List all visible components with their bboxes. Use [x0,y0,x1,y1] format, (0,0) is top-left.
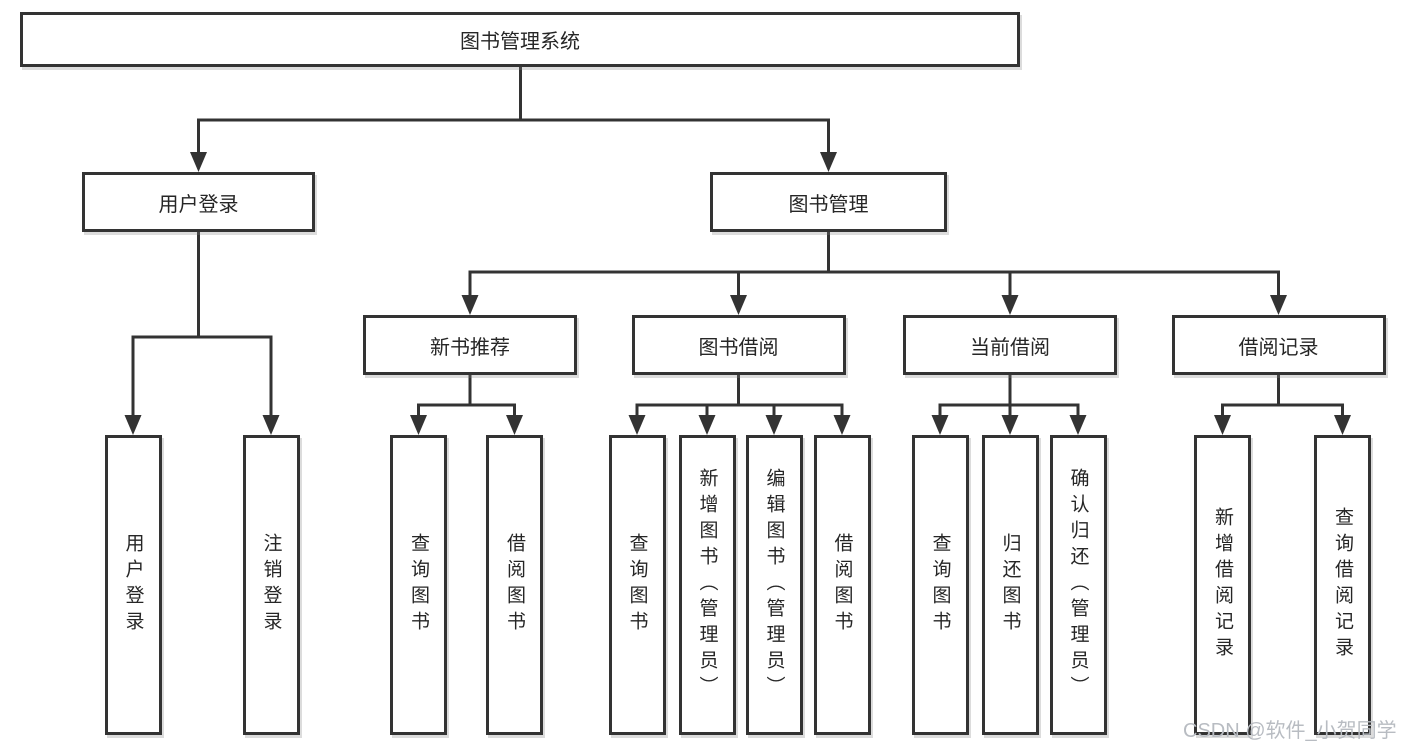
connector-new-book-recommend-to-leaves [410,373,523,435]
connector-book-management-to-level3 [461,230,1287,315]
node-label: 图书管理 [788,193,869,216]
csdn-watermark: CSDN @软件_小贺同学 [1183,720,1397,742]
leaf-label: 确认归还（管理员） [1067,468,1089,702]
leaf-label: 查询图书 [929,533,951,637]
leaf-label: 归还图书 [999,533,1021,637]
leaf-label: 编辑图书（管理员） [763,468,785,702]
leaf-label: 新增图书（管理员） [696,468,718,702]
leaf-return-book: 归还图书 [981,435,1039,735]
leaf-label: 借阅图书 [831,533,853,637]
node-label: 借阅记录 [1238,336,1319,359]
node-current-borrow: 当前借阅 [903,315,1117,375]
node-user-login: 用户登录 [82,172,315,232]
leaf-label: 查询图书 [408,533,429,637]
leaf-label: 新增借阅记录 [1212,507,1233,663]
node-label: 当前借阅 [970,336,1050,359]
leaf-add-book-admin: 新增图书（管理员） [678,435,736,735]
node-label: 新书推荐 [430,336,510,359]
leaf-edit-book-admin: 编辑图书（管理员） [745,435,803,735]
connector-borrow-records-to-leaves [1214,373,1351,435]
node-label: 图书管理系统 [460,31,580,53]
node-label: 图书借阅 [698,336,779,359]
node-book-management: 图书管理 [710,172,947,232]
leaf-label: 用户登录 [122,533,144,637]
leaf-query-books-current: 查询图书 [911,435,969,735]
leaf-confirm-return-admin: 确认归还（管理员） [1049,435,1107,735]
node-borrow-records: 借阅记录 [1171,315,1386,375]
node-new-book-recommend: 新书推荐 [363,315,577,375]
leaf-borrow-books-recommend: 借阅图书 [486,435,543,735]
node-label: 用户登录 [158,193,239,216]
connector-current-borrow-to-leaves [931,373,1087,435]
leaf-label: 查询图书 [626,533,648,637]
leaf-borrow-books-borrow: 借阅图书 [813,435,871,735]
connector-root-to-level2 [190,65,837,172]
leaf-query-borrow-record: 查询借阅记录 [1314,435,1371,735]
connector-book-borrow-to-leaves [628,373,851,435]
leaf-label: 查询借阅记录 [1332,507,1353,663]
node-library-management-system: 图书管理系统 [20,12,1020,67]
leaf-label: 借阅图书 [504,533,525,637]
leaf-add-borrow-record: 新增借阅记录 [1194,435,1251,735]
node-book-borrow: 图书借阅 [631,315,846,375]
leaf-query-books-borrow: 查询图书 [608,435,666,735]
leaf-query-books-recommend: 查询图书 [390,435,447,735]
leaf-label: 注销登录 [260,533,282,637]
connector-user-login-to-leaves [124,230,280,435]
leaf-logout: 注销登录 [242,435,300,735]
leaf-user-login: 用户登录 [104,435,162,735]
